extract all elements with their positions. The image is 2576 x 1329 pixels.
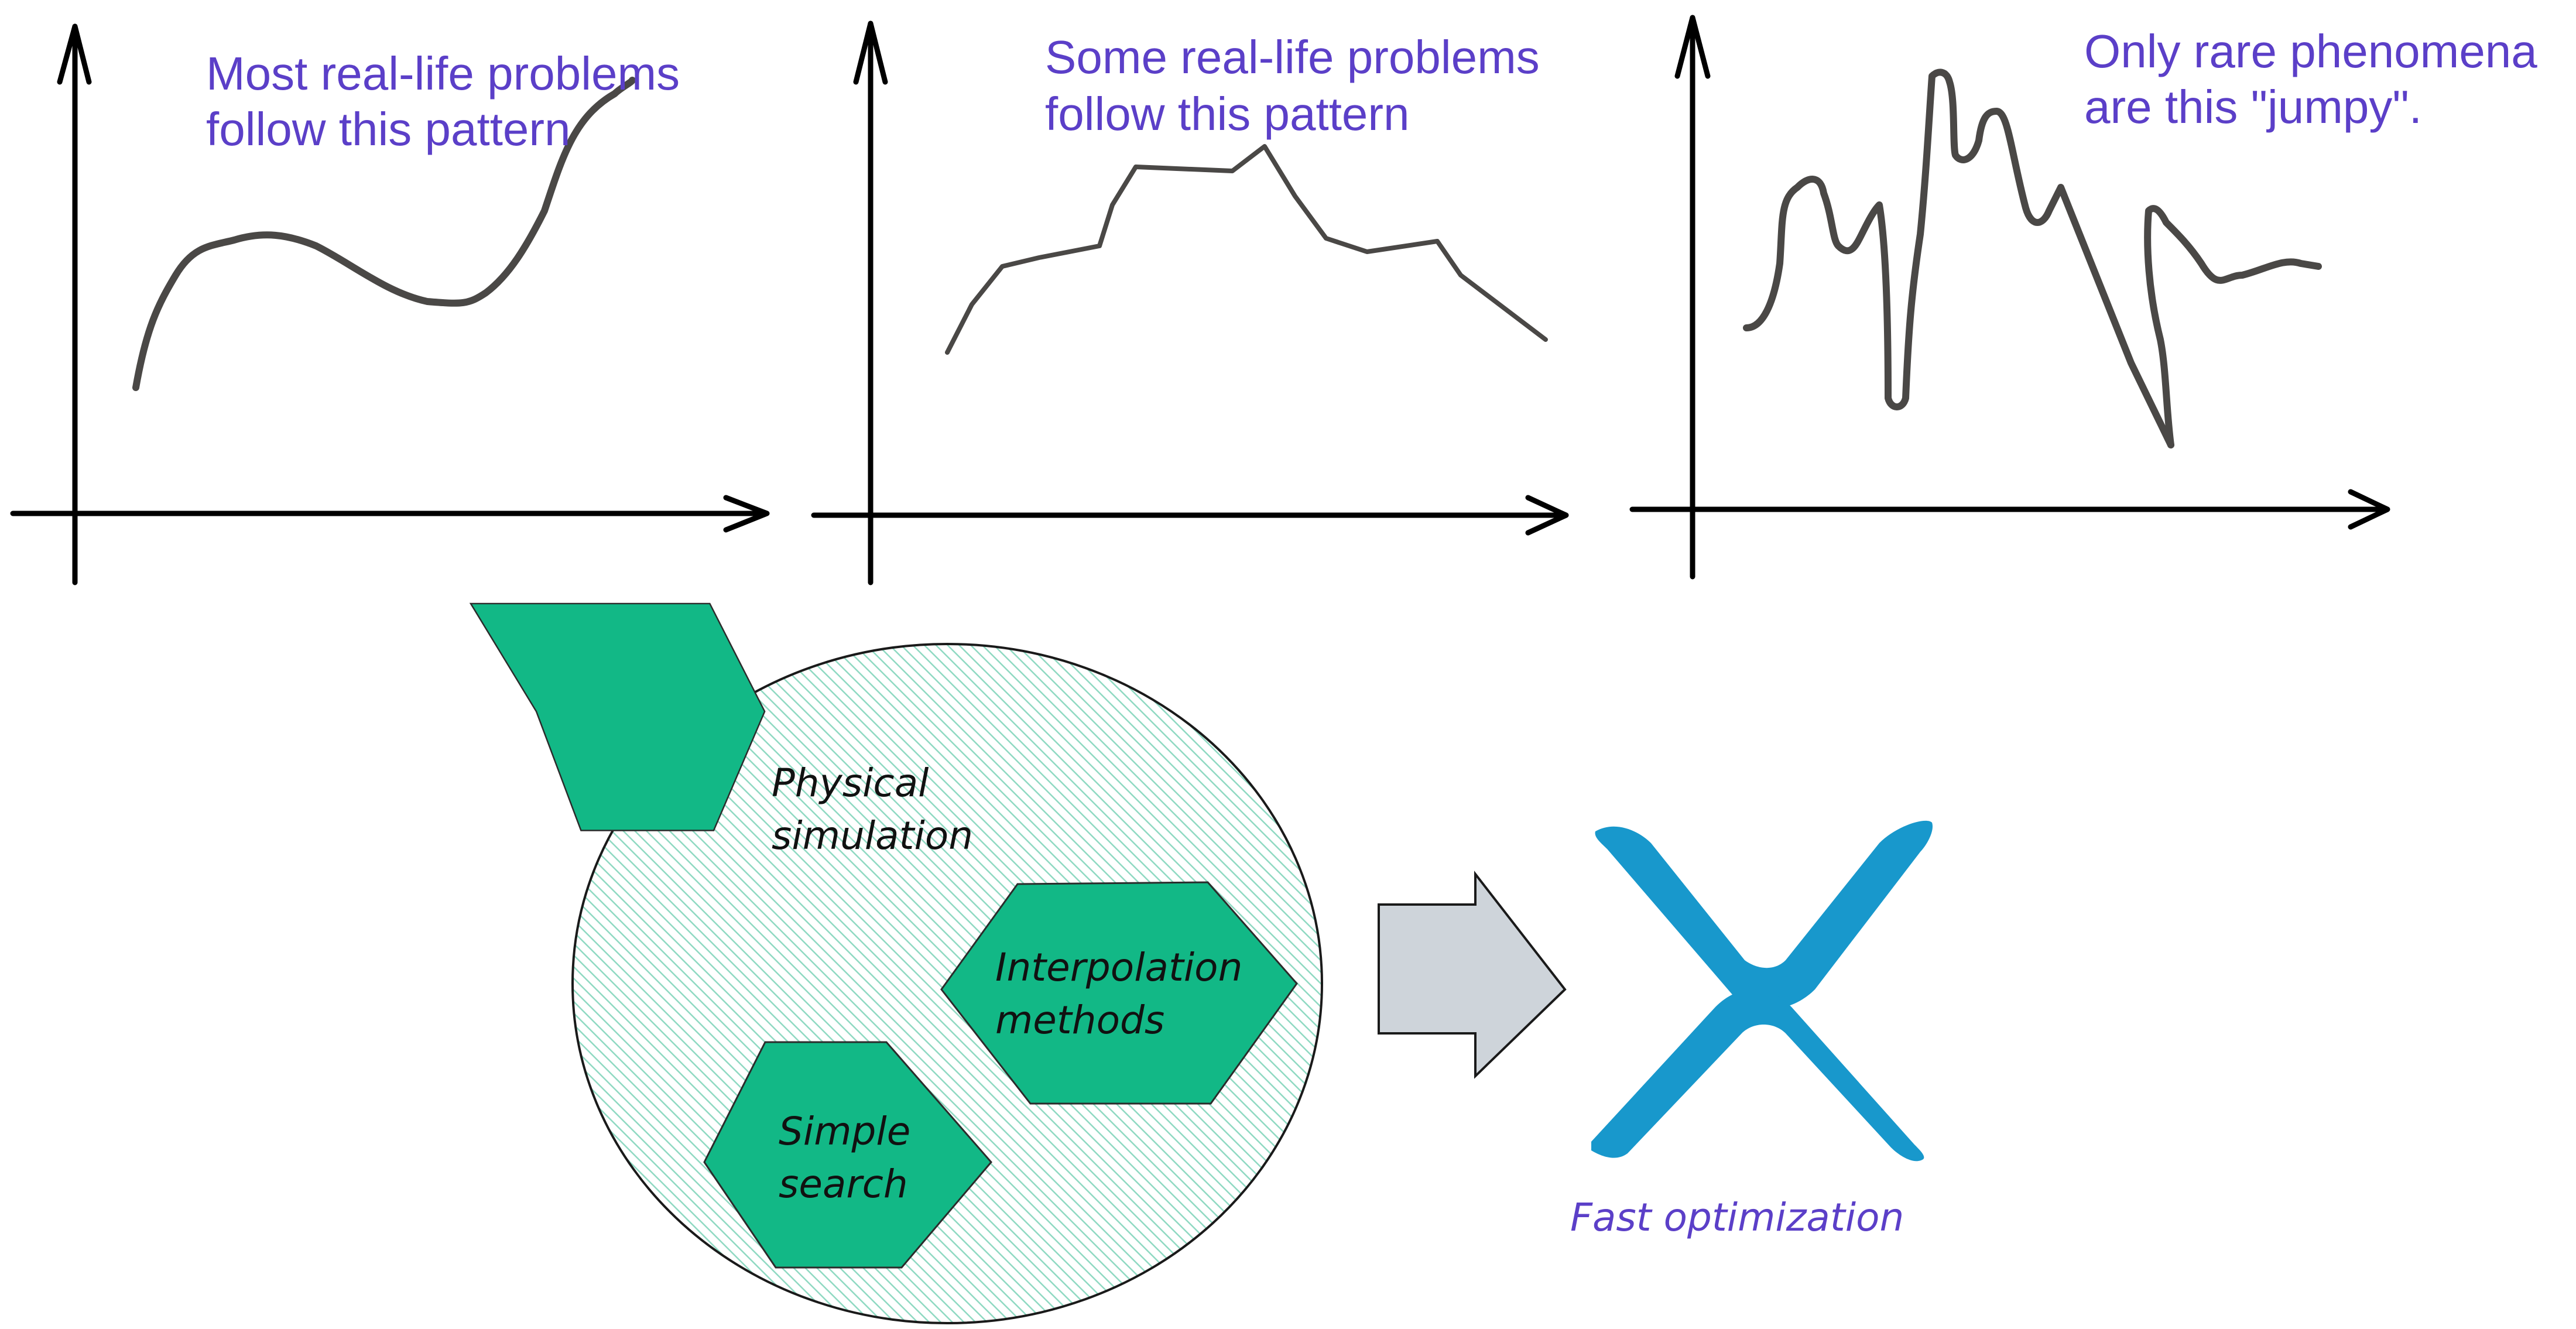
hexagon-label-line-1: Physical xyxy=(772,761,929,806)
panel-1-caption-line-2: follow this pattern xyxy=(206,103,571,155)
piecewise-curve xyxy=(945,144,1548,355)
y-axis-arrow xyxy=(853,20,888,585)
fast-optimization-x-icon xyxy=(1591,820,1933,1162)
right-arrow-icon xyxy=(1378,871,1567,1079)
panel-3-caption-line-2: are this "jumpy". xyxy=(2084,81,2422,133)
hexagon xyxy=(703,1041,992,1269)
hexagon-label-line-2: simulation xyxy=(772,813,973,858)
hexagon-label-line-1: Simple xyxy=(779,1109,910,1154)
panel-2-caption-line-1: Some real-life problems xyxy=(1045,31,1540,83)
x-axis-arrow xyxy=(811,495,1569,536)
hexagon-simple-search[interactable]: Simple search xyxy=(703,1041,992,1269)
panel-2-caption-line-2: follow this pattern xyxy=(1045,88,1410,140)
x-axis-arrow xyxy=(10,495,770,533)
smooth-curve xyxy=(132,77,636,391)
panel-3-caption-line-1: Only rare phenomena xyxy=(2084,25,2537,77)
panel-smooth: Most real-life problems follow this patt… xyxy=(10,23,770,585)
panel-jumpy: Only rare phenomena are this "jumpy". xyxy=(1629,15,2537,580)
hexagon-label-line-2: methods xyxy=(995,998,1164,1043)
hexagon-label-line-1: Interpolation xyxy=(995,945,1242,990)
panel-1-caption-line-1: Most real-life problems xyxy=(206,47,680,100)
hexagon xyxy=(940,881,1298,1105)
hexagon-interpolation-methods[interactable]: Interpolation methods xyxy=(940,881,1298,1105)
panel-piecewise: Some real-life problems follow this patt… xyxy=(811,20,1569,585)
y-axis-arrow xyxy=(57,23,92,585)
hexagon-label-line-2: search xyxy=(779,1162,908,1207)
jumpy-curve xyxy=(1743,68,2174,448)
y-axis-arrow xyxy=(1674,15,1711,580)
hexagon-physical-simulation[interactable]: Physical simulation xyxy=(469,602,973,858)
upper-curve xyxy=(1595,820,1933,1009)
x-axis-arrow xyxy=(1629,489,2390,530)
fast-optimization-label: Fast optimization xyxy=(1570,1195,1904,1240)
methods-group: Physical simulation Interpolation method… xyxy=(469,602,1323,1324)
lower-curve xyxy=(1591,989,1924,1162)
hexagon xyxy=(469,602,766,831)
jumpy-curve-tail xyxy=(2144,205,2322,448)
